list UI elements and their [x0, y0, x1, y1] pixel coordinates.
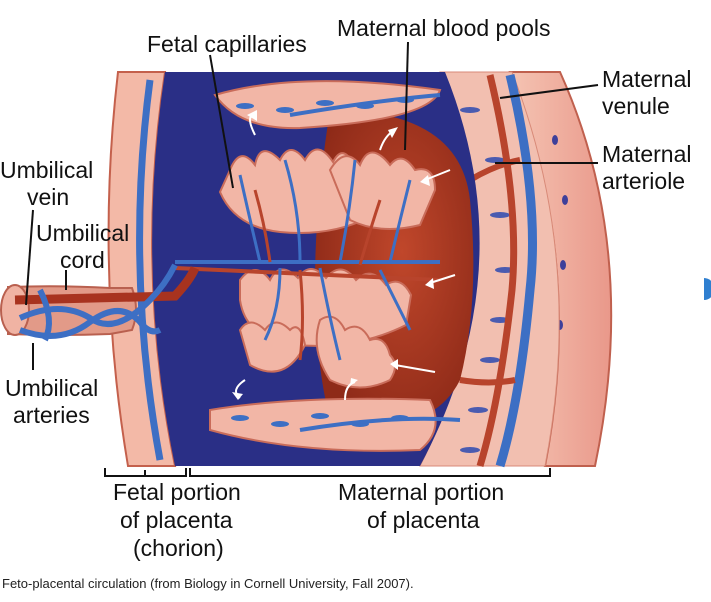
label-fetal-portion-line1: Fetal portion	[113, 479, 241, 505]
label-umbilical-arteries-line2: arteries	[13, 402, 90, 428]
label-umbilical-arteries-line1: Umbilical	[5, 375, 99, 401]
label-maternal-arteriole-line1: Maternal	[602, 141, 692, 167]
villous-vessels	[174, 159, 441, 361]
label-maternal-portion-line2: of placenta	[367, 507, 480, 533]
decidua-cells	[460, 107, 515, 453]
figure-caption: Feto-placental circulation (from Biology…	[2, 576, 414, 591]
label-umbilical-cord-line1: Umbilical	[36, 220, 130, 246]
maternal-venule-vessel	[495, 73, 537, 468]
umbilical-cord-end	[0, 284, 30, 336]
maternal-arteriole-vessel	[476, 74, 518, 468]
label-umbilical-vein-line1: Umbilical	[0, 157, 94, 183]
portion-brackets	[104, 468, 551, 477]
leader-lines	[25, 41, 599, 370]
label-maternal-blood-pools: Maternal blood pools	[337, 15, 551, 41]
label-maternal-arteriole-line2: arteriole	[602, 168, 686, 194]
label-fetal-portion-line3: (chorion)	[133, 535, 224, 561]
label-maternal-venule-line1: Maternal	[602, 66, 692, 92]
label-maternal-venule-line2: venule	[602, 93, 670, 119]
scroll-indicator[interactable]	[704, 278, 711, 300]
label-umbilical-vein-line2: vein	[27, 184, 70, 210]
label-fetal-capillaries: Fetal capillaries	[147, 31, 307, 57]
label-fetal-portion-line2: of placenta	[120, 507, 233, 533]
label-maternal-portion-line1: Maternal portion	[338, 479, 505, 505]
label-umbilical-cord-line2: cord	[60, 247, 105, 273]
